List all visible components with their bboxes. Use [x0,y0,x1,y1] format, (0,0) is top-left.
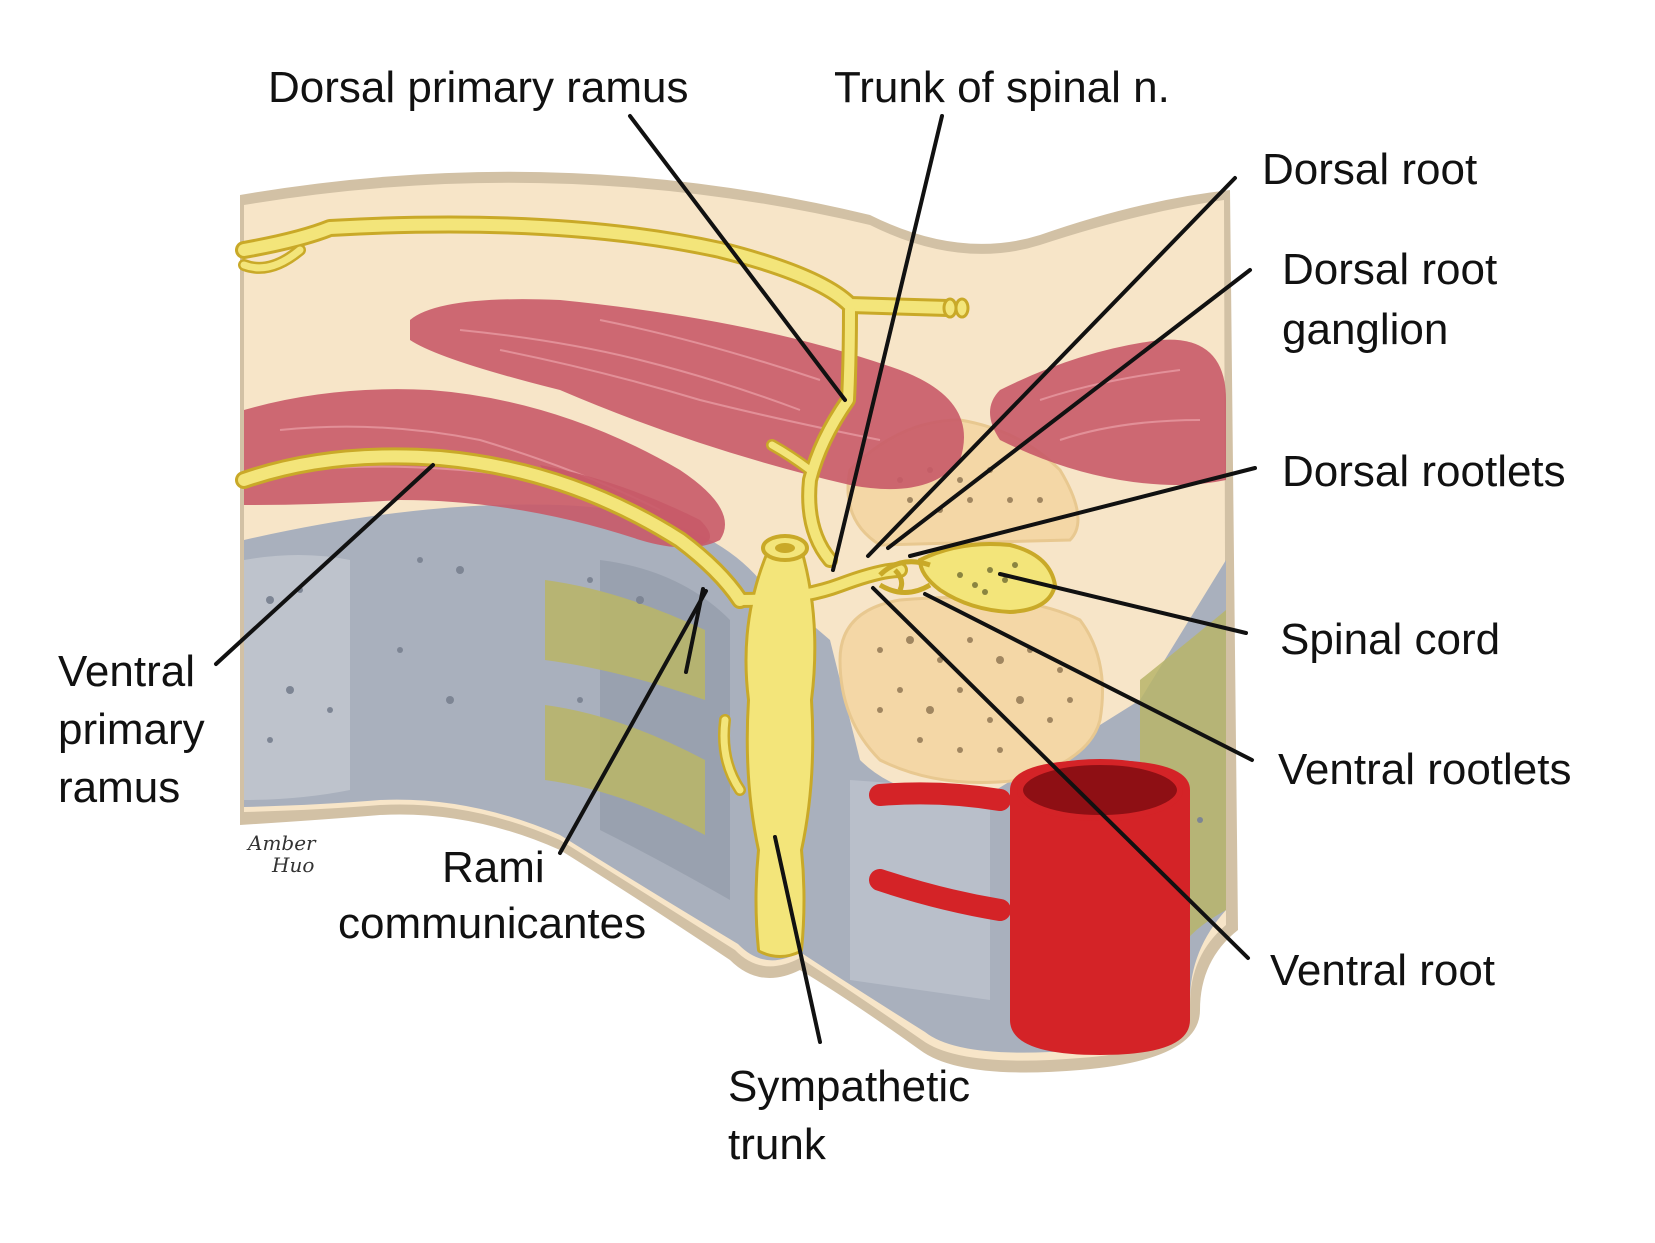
label-dorsal-rootlets: Dorsal rootlets [1282,447,1566,496]
label-ventral-primary-ramus-line-3: ramus [58,763,180,812]
nerve-end-caps [942,297,970,319]
intervertebral-disc-2 [545,705,705,835]
label-ventral-primary-ramus-line-1: Ventral [58,647,195,696]
sympathetic-ganglion-hole [775,543,795,553]
signature-line-2: Huo [271,853,314,877]
label-ventral-primary-ramus-line-2: primary [58,705,205,754]
intervertebral-disc-1 [545,580,705,700]
label-ventral-root: Ventral root [1270,946,1495,995]
vertebra-texture [266,557,1203,843]
label-trunk-of-spinal-n: Trunk of spinal n. [834,63,1170,112]
label-dorsal-primary-ramus: Dorsal primary ramus [268,63,689,112]
label-dorsal-root-ganglion-line-1: Dorsal root [1282,245,1497,294]
rootlets [878,559,932,595]
label-dorsal-root: Dorsal root [1262,145,1477,194]
vertebral-body [838,596,1104,784]
muscle-right [990,339,1226,485]
label-ventral-rootlets: Ventral rootlets [1278,745,1572,794]
label-rami-communicantes-line-2: communicantes [338,899,646,948]
label-spinal-cord: Spinal cord [1280,615,1500,664]
label-sympathetic-trunk-line-1: Sympathetic [728,1062,970,1111]
label-sympathetic-trunk: Sympathetic trunk [728,1062,982,1169]
spinal-cord-gray-matter [957,562,1018,595]
sympathetic-trunk-body [747,550,814,955]
label-ventral-primary-ramus: Ventral primary ramus [58,647,217,812]
label-rami-communicantes-line-1: Rami [442,843,545,892]
leader-lines [214,114,1257,1044]
signature-line-1: Amber [246,831,317,855]
label-rami-communicantes: Rami communicantes [338,843,646,948]
aorta [869,759,1190,1055]
artist-signature: Amber Huo [246,831,317,877]
label-sympathetic-trunk-line-2: trunk [728,1120,827,1169]
label-dorsal-root-ganglion-line-2: ganglion [1282,305,1448,354]
spinal-cord [917,542,1058,615]
label-dorsal-root-ganglion: Dorsal root ganglion [1282,245,1509,354]
